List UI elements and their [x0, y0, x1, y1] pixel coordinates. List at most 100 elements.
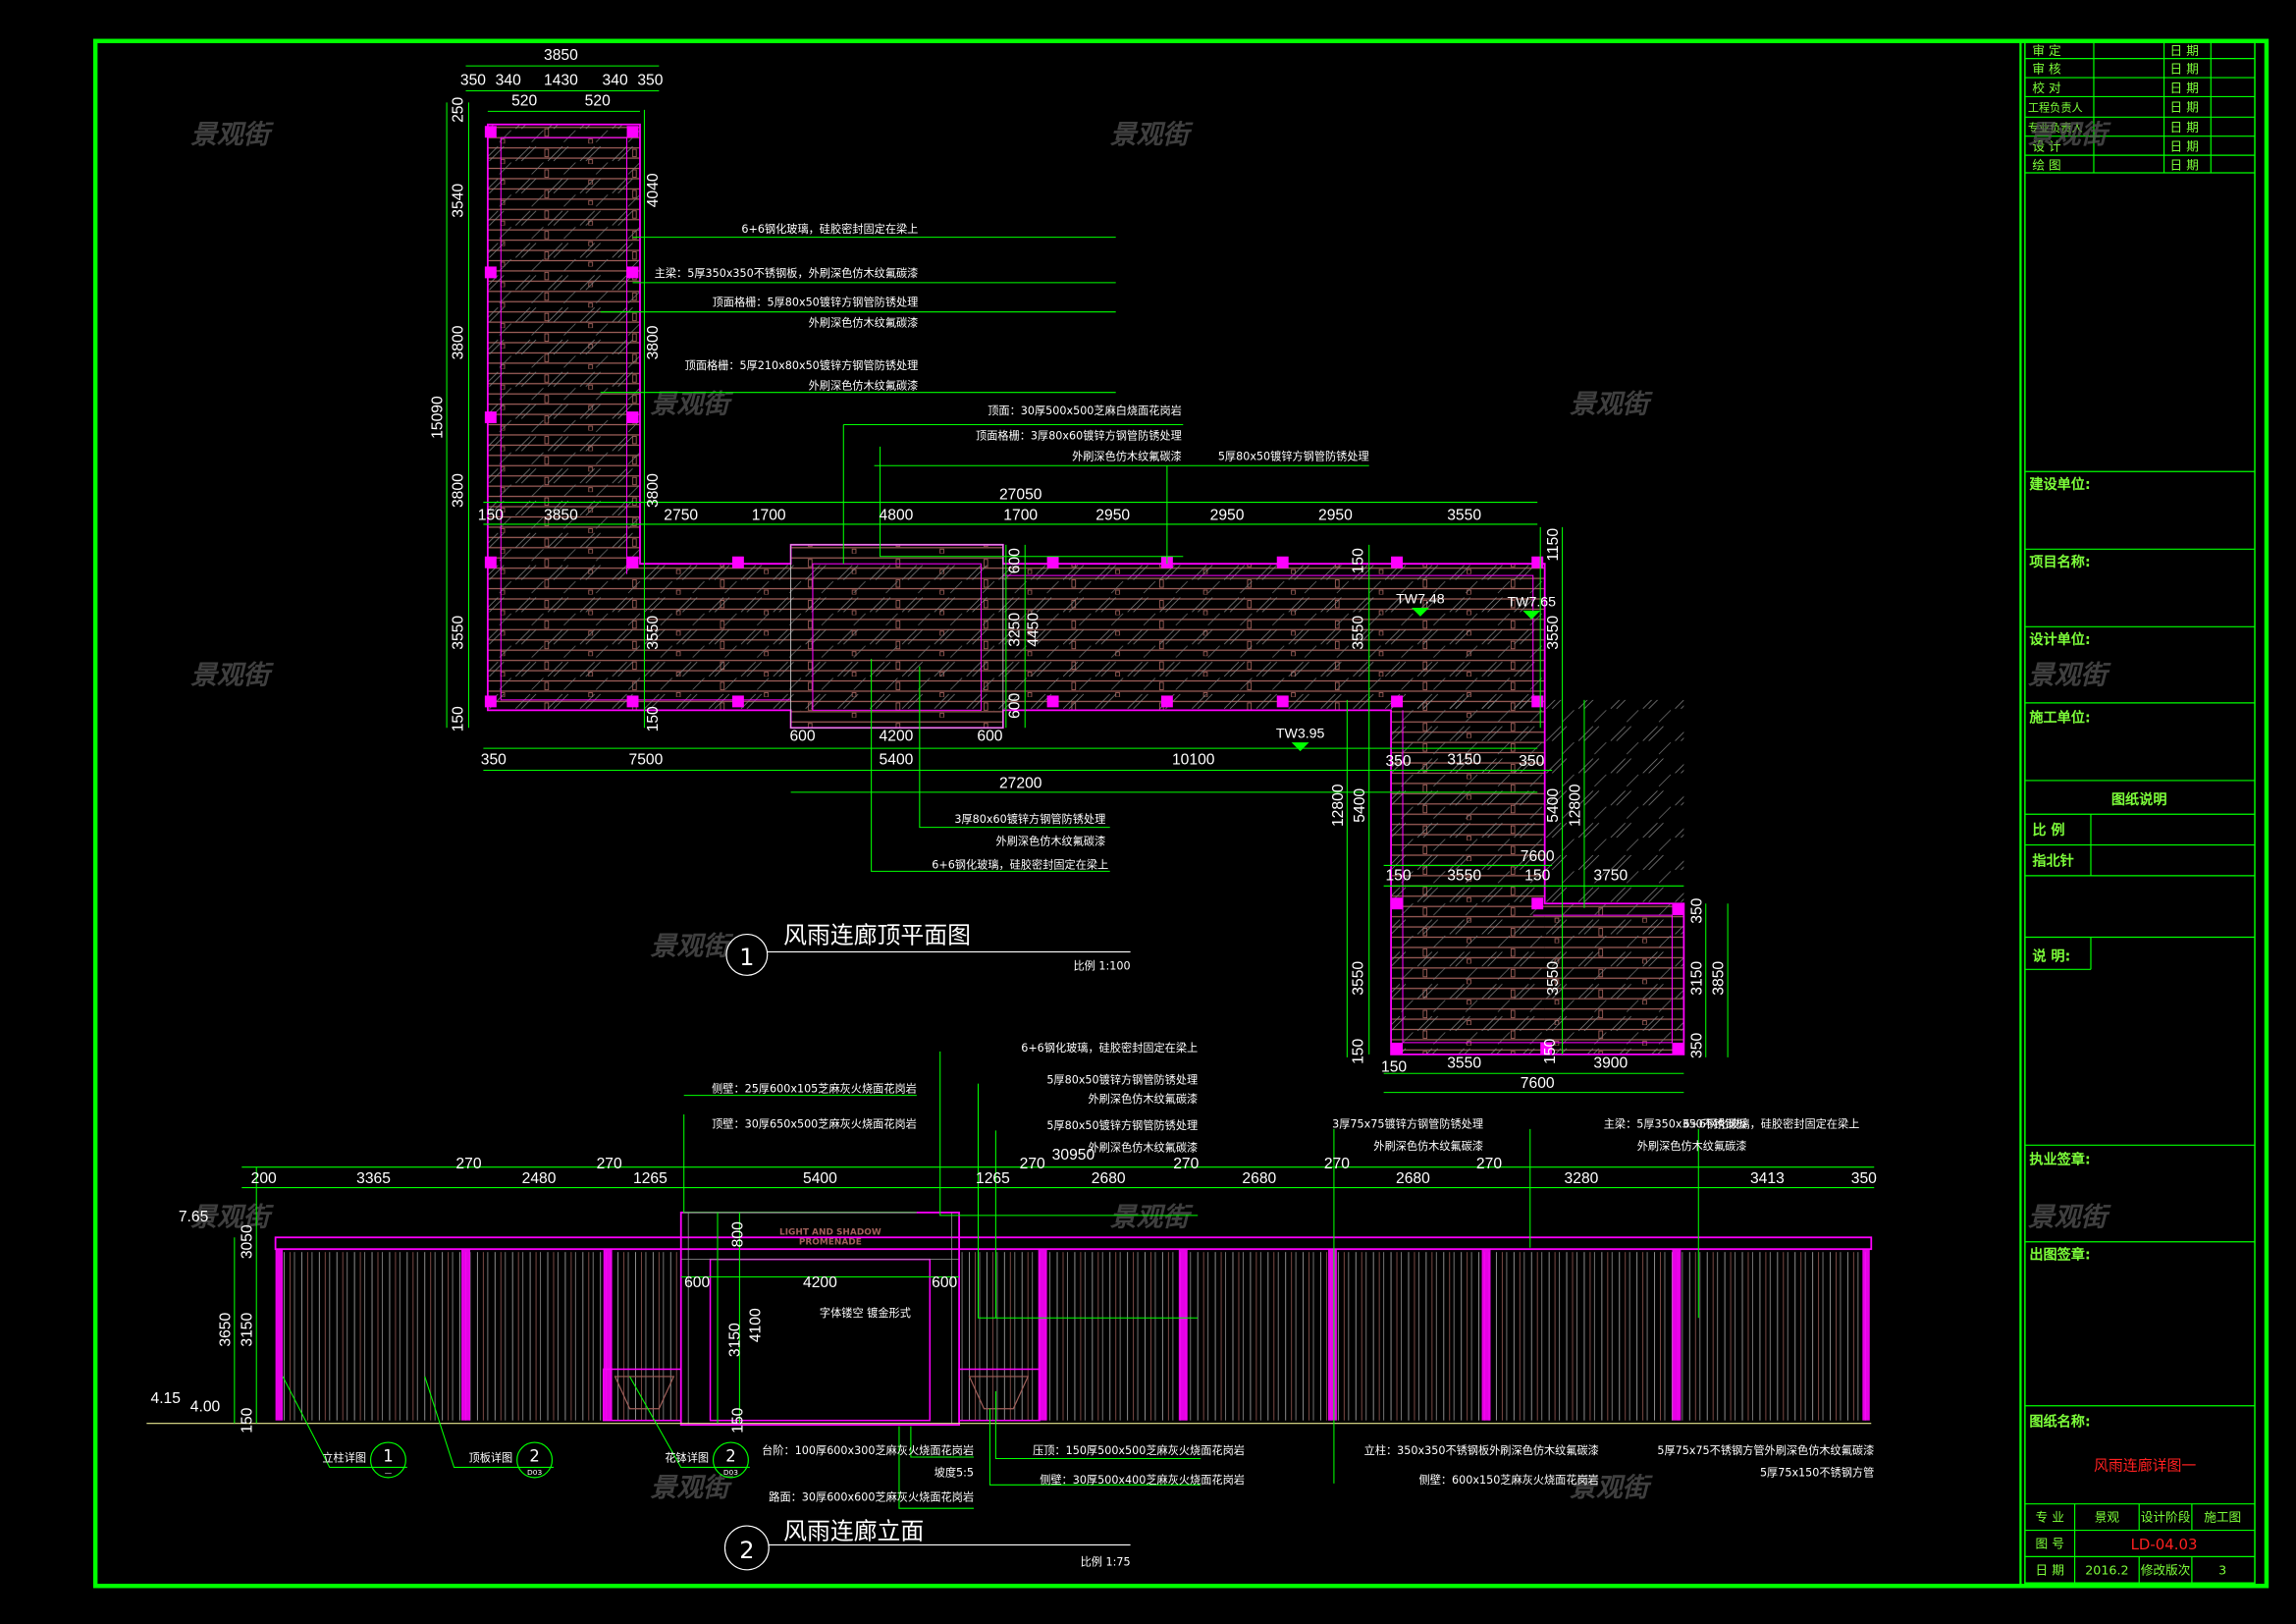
note: 5厚80x50镀锌方钢管防锈处理	[1046, 1118, 1198, 1132]
elevation-scale: 比例 1:75	[1081, 1554, 1131, 1568]
dim-label: 520	[511, 92, 537, 109]
note: 外刷深色仿木纹氟碳漆	[1072, 449, 1182, 462]
note: 顶面：30厚500x500芝麻白烧面花岗岩	[988, 404, 1182, 417]
title-block: 审 定 审 核 校 对 工程负责人 专业负责人 设 计 绘 图 日 期 日 期 …	[2019, 40, 2256, 1587]
project-label: 项目名称:	[2029, 554, 2090, 570]
dim-label: 12800	[1567, 784, 1583, 827]
elevation-number: 2	[739, 1537, 754, 1564]
callout-number: 2	[725, 1446, 735, 1465]
drawing-name-label: 图纸名称:	[2029, 1414, 2090, 1431]
watermark: 景观街	[190, 1202, 275, 1232]
dim-label: 1430	[544, 73, 578, 89]
plan-title-text: 风雨连廊顶平面图	[783, 921, 971, 948]
date-label: 日 期	[2170, 62, 2199, 77]
dim-label: 3550	[1545, 961, 1562, 996]
date-label: 日 期	[2170, 139, 2199, 154]
dim-label: 3150	[240, 1313, 256, 1347]
client-label: 建设单位:	[2029, 476, 2090, 493]
note: 外刷深色仿木纹氟碳漆	[1088, 1140, 1198, 1154]
watermark: 景观街	[190, 120, 275, 150]
note: 台阶：100厚600x300芝麻灰火烧面花岗岩	[762, 1443, 974, 1457]
roof-plan: 3850 350 340 1430 340 350 520 520 250 35…	[430, 47, 1729, 1094]
dim-label: 3800	[451, 473, 467, 508]
dim-label: 3800	[645, 325, 662, 359]
note: 外刷深色仿木纹氟碳漆	[809, 316, 919, 330]
dim-label: 150	[1542, 1038, 1559, 1063]
review-label: 审 核	[2032, 62, 2061, 77]
dim-label: 150	[451, 706, 467, 731]
level-label: TW7.48	[1396, 591, 1445, 607]
dim-label: 3850	[544, 47, 578, 64]
remarks-label: 说 明:	[2032, 947, 2070, 964]
phase-label: 设计阶段	[2141, 1510, 2191, 1525]
note: 主梁：5厚350x350不锈钢板	[1604, 1116, 1747, 1130]
dim-label: 3550	[1545, 616, 1562, 650]
issue-seal-label: 出图签章:	[2029, 1247, 2090, 1264]
dim-label: 3413	[1750, 1170, 1785, 1187]
dim-label: 3550	[1351, 961, 1367, 996]
dim-label: 3150	[1688, 961, 1705, 996]
watermark: 景观街	[650, 1473, 734, 1503]
watermark: 景观街	[2028, 660, 2112, 690]
dim-label: 2680	[1242, 1170, 1276, 1187]
dim-label: 350	[1688, 1033, 1705, 1058]
dim-label: 2680	[1092, 1170, 1126, 1187]
note: 5厚80x50镀锌方钢管防锈处理	[1046, 1073, 1198, 1087]
note: 外刷深色仿木纹氟碳漆	[1088, 1092, 1198, 1106]
note: 外刷深色仿木纹氟碳漆	[1373, 1139, 1483, 1153]
dim-label: 520	[585, 92, 611, 109]
dim-label: 4040	[645, 173, 662, 207]
dim-label: 600	[1006, 693, 1023, 719]
dim-label: 7600	[1521, 848, 1555, 865]
level-triangle-icon	[1522, 610, 1541, 620]
dim-label: 2750	[664, 507, 698, 523]
plan-dimensions: 3850 350 340 1430 340 350 520 520 250 35…	[430, 47, 1728, 1092]
dim-label: 3550	[1447, 867, 1481, 884]
note: 顶面格栅：3厚80x60镀锌方钢管防锈处理	[976, 428, 1182, 442]
dim-label: 3280	[1565, 1170, 1599, 1187]
watermark: 景观街	[1110, 120, 1195, 150]
dim-label: 3365	[356, 1170, 391, 1187]
detail-callout-2: 顶板详图 2 D03	[469, 1441, 554, 1479]
dim-label: 1150	[1545, 528, 1562, 562]
level-markers: TW7.48 TW7.65 TW3.95	[1276, 591, 1556, 752]
dim-label: 3150	[1447, 752, 1481, 769]
detail-callout-1: 立柱详图 1 —	[322, 1441, 406, 1479]
note: 顶壁：30厚650x500芝麻灰火烧面花岗岩	[712, 1116, 917, 1130]
watermark: 景观街	[190, 660, 275, 690]
level-triangle-icon	[1411, 607, 1429, 617]
north-label: 指北针	[2032, 852, 2073, 869]
dim-label: 200	[251, 1170, 277, 1187]
plan-scale: 比例 1:100	[1074, 958, 1131, 972]
elevation-title: 2 风雨连廊立面 比例 1:75	[723, 1517, 1131, 1571]
dim-label: 10100	[1172, 752, 1215, 769]
note: 坡度5:5	[934, 1465, 974, 1479]
date-label: 日 期	[2170, 120, 2199, 135]
dim-label: 12800	[1330, 784, 1347, 827]
dim-label: 3650	[217, 1313, 234, 1347]
dim-label: 270	[597, 1156, 622, 1172]
dim-label: 600	[1006, 548, 1023, 573]
dim-label: 3800	[645, 473, 662, 508]
gate-sign-line-2: PROMENADE	[799, 1238, 862, 1248]
dim-label: 5400	[1545, 788, 1562, 823]
dim-label: 3250	[1006, 613, 1023, 647]
dim-label: 3900	[1593, 1055, 1628, 1071]
note: 外刷深色仿木纹氟碳漆	[1637, 1139, 1747, 1153]
dim-label: 600	[789, 729, 815, 745]
callout-label: 立柱详图	[322, 1450, 366, 1464]
dim-label: 3550	[451, 616, 467, 650]
note: 顶面格栅：5厚80x50镀锌方钢管防锈处理	[713, 296, 919, 309]
dim-label: 3550	[1351, 616, 1367, 650]
detail-callouts: 立柱详图 1 — 顶板详图 2 D03 花钵详图 2 D03	[282, 1376, 750, 1479]
callout-label: 花钵详图	[665, 1450, 709, 1464]
dim-label: 150	[729, 1407, 746, 1433]
drawing-number: LD-04.03	[2131, 1536, 2198, 1553]
dim-label: 4200	[880, 729, 914, 745]
elevation-dimensions: 200 3365 270 2480 270 1265 5400 1265 270…	[151, 1147, 1878, 1434]
dim-label: 350	[481, 752, 507, 769]
gate-sign-line-1: LIGHT AND SHADOW	[779, 1227, 881, 1237]
date: 2016.2	[2085, 1562, 2128, 1577]
plan-notes: 6+6钢化玻璃，硅胶密封固定在梁上 主梁：5厚350x350不锈钢板，外刷深色仿…	[655, 222, 1369, 871]
